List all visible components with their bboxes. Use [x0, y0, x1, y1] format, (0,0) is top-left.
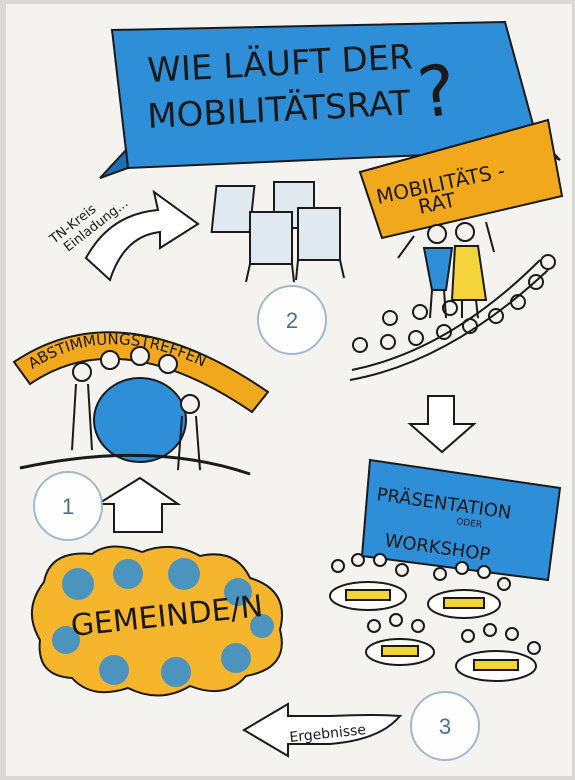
meeting-group-drawing [19, 346, 251, 476]
step-badge-3: 3 [410, 691, 480, 761]
step-badge-1: 1 [33, 471, 103, 541]
results-arrow: Ergebnisse [242, 702, 403, 758]
presentation-sign: PRÄSENTATION ODER WORKSHOP [360, 458, 562, 582]
presenters-drawing [397, 221, 495, 319]
audience-drawing [349, 254, 556, 381]
chairs-drawing [210, 181, 345, 283]
community-cloud: GEMEINDE/N [30, 545, 283, 697]
council-sign: MOBILITÄTS - RAT [358, 118, 564, 240]
workshop-tables-drawing [329, 553, 541, 682]
step-badge-2-number: 2 [286, 308, 298, 333]
step-badge-3-number: 3 [439, 714, 451, 739]
down-arrow [407, 395, 477, 454]
results-label: Ergebnisse [289, 722, 367, 746]
step-badge-2: 2 [257, 285, 327, 355]
step-badge-1-number: 1 [62, 494, 74, 519]
presentation-line-2: ODER [456, 517, 483, 531]
up-arrow [94, 476, 182, 533]
